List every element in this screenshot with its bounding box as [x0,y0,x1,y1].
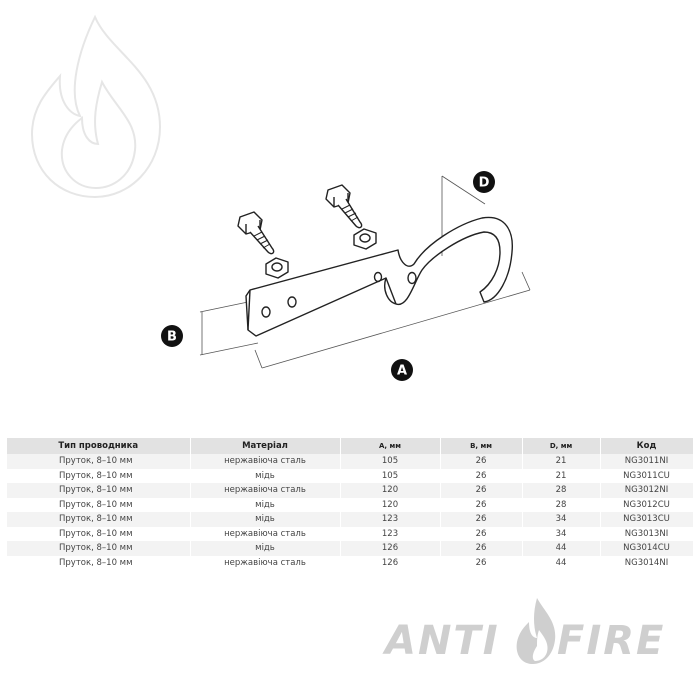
antifire-logo: ANTI FIRE [385,596,685,666]
cell-conductor-type: Пруток, 8–10 мм [7,541,191,556]
svg-text:B: B [167,330,177,345]
cell-d-mm: 21 [522,454,601,469]
cell-conductor-type: Пруток, 8–10 мм [7,454,191,469]
cell-conductor-type: Пруток, 8–10 мм [7,512,191,527]
nut-right [353,228,377,250]
header-a-mm: А, мм [340,438,441,454]
clamp-diagram: D B A [161,171,531,381]
dimension-b-line [199,301,259,356]
header-code: Код [600,438,694,454]
dimension-badge-b: B [161,325,183,347]
cell-b-mm: 26 [440,541,523,556]
cell-d-mm: 44 [522,541,601,556]
cell-a-mm: 123 [340,512,441,527]
spec-table: Тип проводника Матеріал А, мм В, мм D, м… [7,438,694,570]
cell-material: нержавіюча сталь [190,555,341,570]
cell-material: мідь [190,512,341,527]
cell-material: мідь [190,468,341,483]
dimension-badge-a: A [391,359,413,381]
cell-d-mm: 34 [522,512,601,527]
cell-conductor-type: Пруток, 8–10 мм [7,555,191,570]
table-header-row: Тип проводника Матеріал А, мм В, мм D, м… [7,438,694,454]
cell-b-mm: 26 [440,468,523,483]
cell-material: нержавіюча сталь [190,483,341,498]
dimension-badge-d: D [473,171,495,193]
dimension-a-line [254,271,531,369]
header-b-mm: В, мм [440,438,523,454]
svg-text:D: D [479,176,490,191]
cell-code: NG3011CU [600,468,694,483]
cell-conductor-type: Пруток, 8–10 мм [7,483,191,498]
header-d-mm: D, мм [522,438,601,454]
flame-watermark-icon [30,14,162,199]
nut-left [265,257,289,279]
logo-text-fire: FIRE [557,618,666,664]
header-material: Матеріал [190,438,341,454]
cell-a-mm: 105 [340,468,441,483]
cell-code: NG3011NI [600,454,694,469]
cell-a-mm: 123 [340,526,441,541]
cell-b-mm: 26 [440,512,523,527]
strap-body [245,216,513,337]
cell-material: нержавіюча сталь [190,454,341,469]
cell-code: NG3013NI [600,526,694,541]
svg-text:A: A [397,364,407,379]
cell-b-mm: 26 [440,454,523,469]
cell-d-mm: 28 [522,497,601,512]
cell-d-mm: 34 [522,526,601,541]
cell-code: NG3013CU [600,512,694,527]
logo-flame-icon [516,598,556,664]
cell-d-mm: 28 [522,483,601,498]
bolt-left [237,211,275,255]
cell-a-mm: 120 [340,483,441,498]
cell-b-mm: 26 [440,483,523,498]
cell-code: NG3014CU [600,541,694,556]
header-conductor-type: Тип проводника [7,438,191,454]
logo-text-anti: ANTI [385,618,500,664]
cell-a-mm: 126 [340,555,441,570]
cell-conductor-type: Пруток, 8–10 мм [7,497,191,512]
cell-material: мідь [190,497,341,512]
cell-d-mm: 44 [522,555,601,570]
bolt-right [325,184,363,229]
cell-a-mm: 126 [340,541,441,556]
cell-b-mm: 26 [440,526,523,541]
cell-code: NG3012CU [600,497,694,512]
cell-conductor-type: Пруток, 8–10 мм [7,468,191,483]
cell-b-mm: 26 [440,555,523,570]
cell-material: нержавіюча сталь [190,526,341,541]
cell-b-mm: 26 [440,497,523,512]
cell-code: NG3014NI [600,555,694,570]
cell-d-mm: 21 [522,468,601,483]
cell-material: мідь [190,541,341,556]
cell-code: NG3012NI [600,483,694,498]
cell-a-mm: 105 [340,454,441,469]
cell-conductor-type: Пруток, 8–10 мм [7,526,191,541]
cell-a-mm: 120 [340,497,441,512]
